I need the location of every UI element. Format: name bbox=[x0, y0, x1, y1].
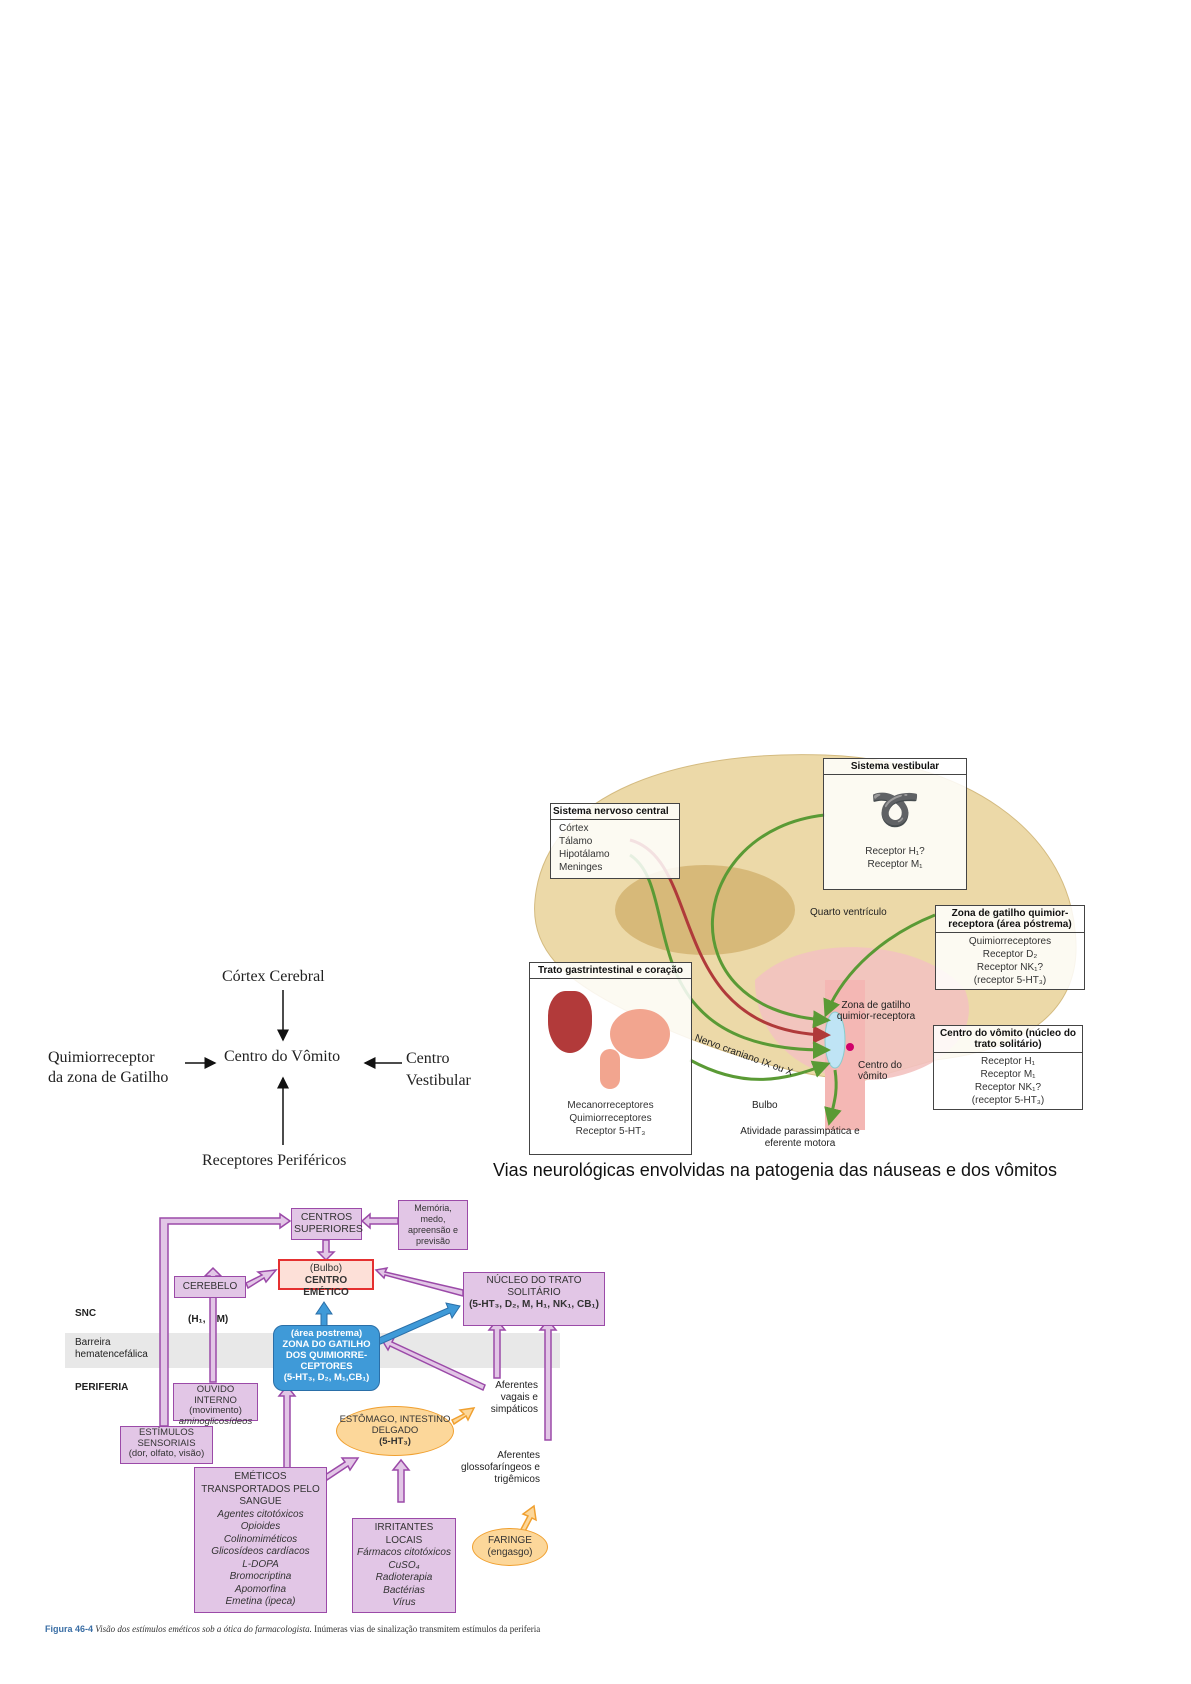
label-bulbo: Bulbo bbox=[752, 1100, 778, 1111]
box-memoria: Memória, medo, apreensão e previsão bbox=[398, 1200, 468, 1250]
label-snc: SNC bbox=[75, 1308, 97, 1319]
box-centros-superiores: CENTROS SUPERIORES bbox=[291, 1208, 363, 1240]
box-gi-heart: Trato gastrintestinal e coração Mecanorr… bbox=[529, 962, 692, 1155]
ellipse-estomago: ESTÔMAGO, INTESTINO DELGADO(5-HT₃) bbox=[336, 1406, 454, 1456]
box-vomit-center: Centro do vômito (núcleo do trato solitá… bbox=[933, 1025, 1083, 1110]
label-center-brain: Centro do vômito bbox=[858, 1060, 902, 1082]
box-estimulos: ESTÍMULOS SENSORIAIS(dor, olfato, visão) bbox=[120, 1426, 213, 1464]
label-output: Atividade parassimpática e eferente moto… bbox=[740, 1126, 860, 1149]
heart-stomach-illustration bbox=[530, 979, 691, 1099]
label-aferentes-vagais: Aferentes vagais e simpáticos bbox=[490, 1380, 538, 1415]
ellipse-faringe: FARINGE(engasgo) bbox=[472, 1528, 548, 1566]
box-ctz: Zona de gatilho quimior-receptora (área … bbox=[935, 905, 1085, 990]
brain-caption: Vias neurológicas envolvidas na patogeni… bbox=[493, 1160, 1058, 1180]
box-cerebelo: CEREBELO bbox=[174, 1276, 246, 1298]
label-cortex: Córtex Cerebral bbox=[222, 968, 325, 985]
box-emeticos: EMÉTICOS TRANSPORTADOS PELO SANGUE Agent… bbox=[194, 1467, 327, 1613]
label-h1m: (H₁, M) bbox=[188, 1314, 229, 1325]
label-vomit-center: Centro do Vômito bbox=[224, 1048, 341, 1065]
label-peripheral: Receptores Periféricos bbox=[202, 1152, 347, 1169]
pharm-caption: Figura 46-4 Visão dos estímulos eméticos… bbox=[45, 1624, 541, 1634]
box-nucleo: NÚCLEO DO TRATO SOLITÁRIO(5-HT₃, D₂, M, … bbox=[463, 1272, 605, 1326]
label-periferia: PERIFERIA bbox=[75, 1382, 129, 1393]
simple-arrows bbox=[185, 990, 402, 1145]
box-ouvido: OUVIDO INTERNO(movimento)aminoglicosídeo… bbox=[173, 1383, 258, 1426]
label-barreira: Barreira hematencefálica bbox=[75, 1337, 148, 1360]
box-ctz-pharm: (área postrema)ZONA DO GATILHO DOS QUIMI… bbox=[273, 1325, 380, 1391]
label-fourth-ventricle: Quarto ventrículo bbox=[810, 907, 887, 918]
label-ctz-brain: Zona de gatilho quimior-receptora bbox=[836, 1000, 916, 1022]
box-centro-emetico: (Bulbo)CENTRO EMÉTICO bbox=[278, 1259, 374, 1298]
inner-ear-icon: ➰ bbox=[870, 788, 920, 832]
box-vestibular: Sistema vestibular ➰ Receptor H₁?Recepto… bbox=[823, 758, 967, 890]
pharm-arrows bbox=[159, 1212, 558, 1538]
label-aferentes-glosso: Aferentes glossofaríngeos e trigêmicos bbox=[461, 1450, 540, 1485]
